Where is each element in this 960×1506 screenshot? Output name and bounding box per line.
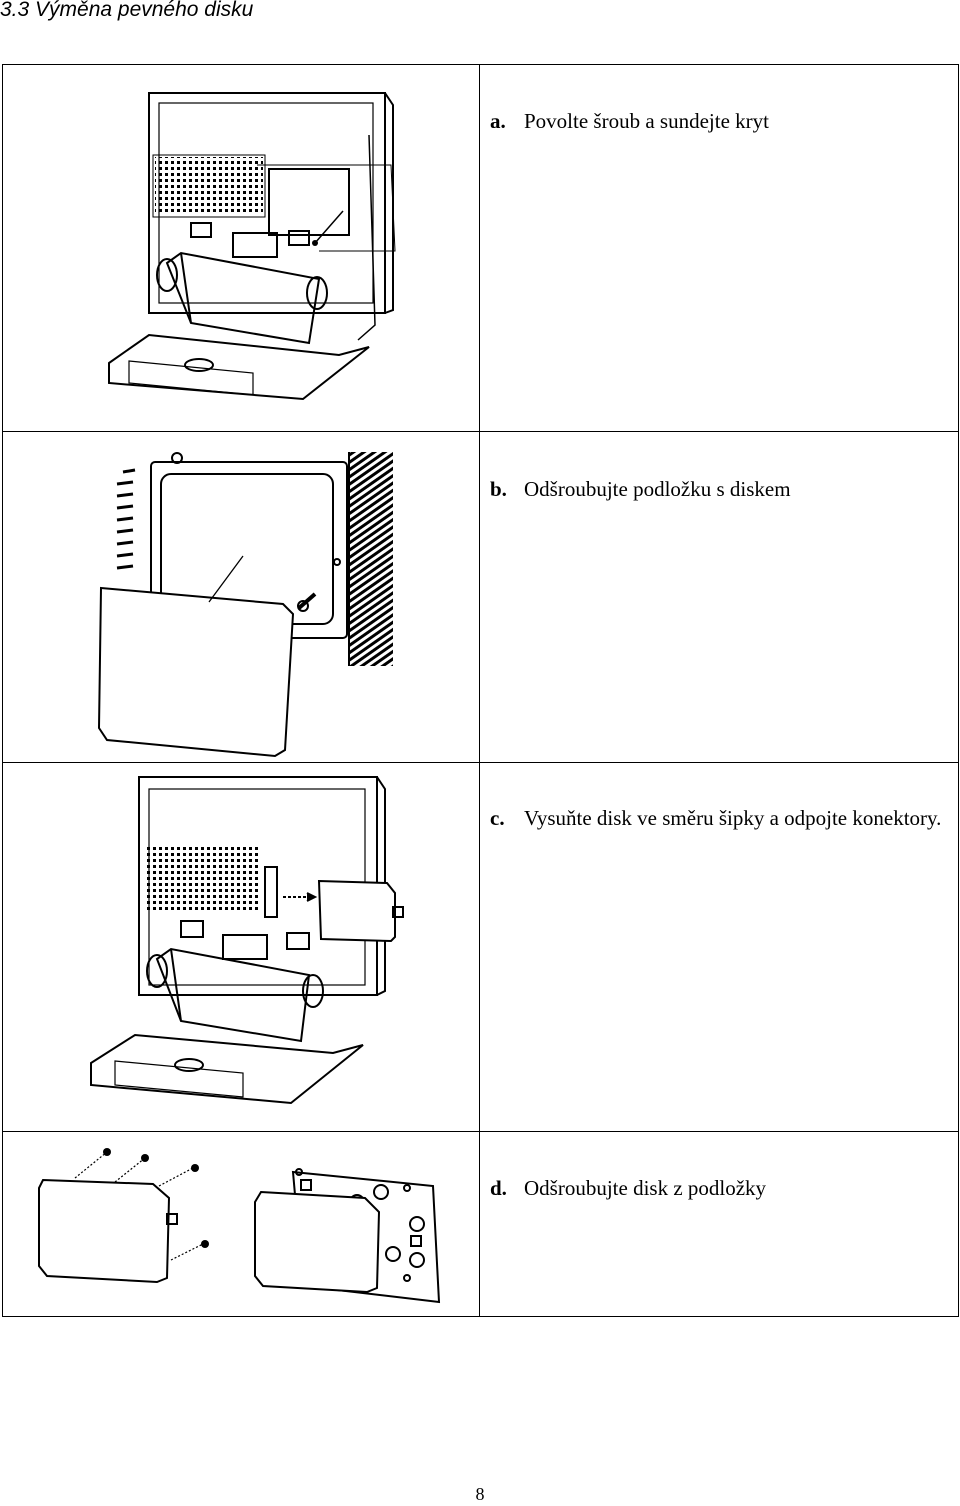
step-a-illustration-cell bbox=[2, 64, 480, 432]
step-row-d: d. Odšroubujte disk z podložky bbox=[2, 1131, 959, 1317]
step-d-letter: d. bbox=[490, 1176, 507, 1200]
step-b-letter: b. bbox=[490, 477, 507, 501]
step-c-illustration-cell bbox=[2, 762, 480, 1132]
step-row-b: b. Odšroubujte podložku s diskem bbox=[2, 431, 959, 763]
disk-slide-out-illustration bbox=[90, 776, 404, 1105]
step-d-description: Odšroubujte disk z podložky bbox=[524, 1176, 767, 1200]
step-c-description: Vysuňte disk ve směru šipky a odpojte ko… bbox=[524, 806, 942, 830]
step-b-illustration-cell bbox=[2, 431, 480, 763]
step-row-c: c. Vysuňte disk ve směru šipky a odpojte… bbox=[2, 762, 959, 1132]
step-b-text-cell: b. Odšroubujte podložku s diskem bbox=[479, 431, 959, 763]
terminal-rear-cover-illustration bbox=[108, 92, 396, 401]
disk-bracket-illustration bbox=[97, 452, 393, 758]
step-a-description: Povolte šroub a sundejte kryt bbox=[524, 109, 769, 133]
step-d-illustration-cell bbox=[2, 1131, 480, 1317]
step-b-description: Odšroubujte podložku s diskem bbox=[524, 477, 791, 501]
step-c-text-cell: c. Vysuňte disk ve směru šipky a odpojte… bbox=[479, 762, 959, 1132]
page-number: 8 bbox=[475, 1484, 485, 1504]
step-row-a: a. Povolte šroub a sundejte kryt bbox=[2, 64, 959, 432]
step-c-letter: c. bbox=[490, 806, 505, 830]
step-d-text-cell: d. Odšroubujte disk z podložky bbox=[479, 1131, 959, 1317]
section-title: 3.3 Výměna pevného disku bbox=[0, 0, 254, 21]
steps-table: a. Povolte šroub a sundejte kryt bbox=[2, 64, 959, 1317]
disk-screws-illustration bbox=[38, 1148, 441, 1304]
step-a-text-cell: a. Povolte šroub a sundejte kryt bbox=[479, 64, 959, 432]
step-a-letter: a. bbox=[490, 109, 506, 133]
